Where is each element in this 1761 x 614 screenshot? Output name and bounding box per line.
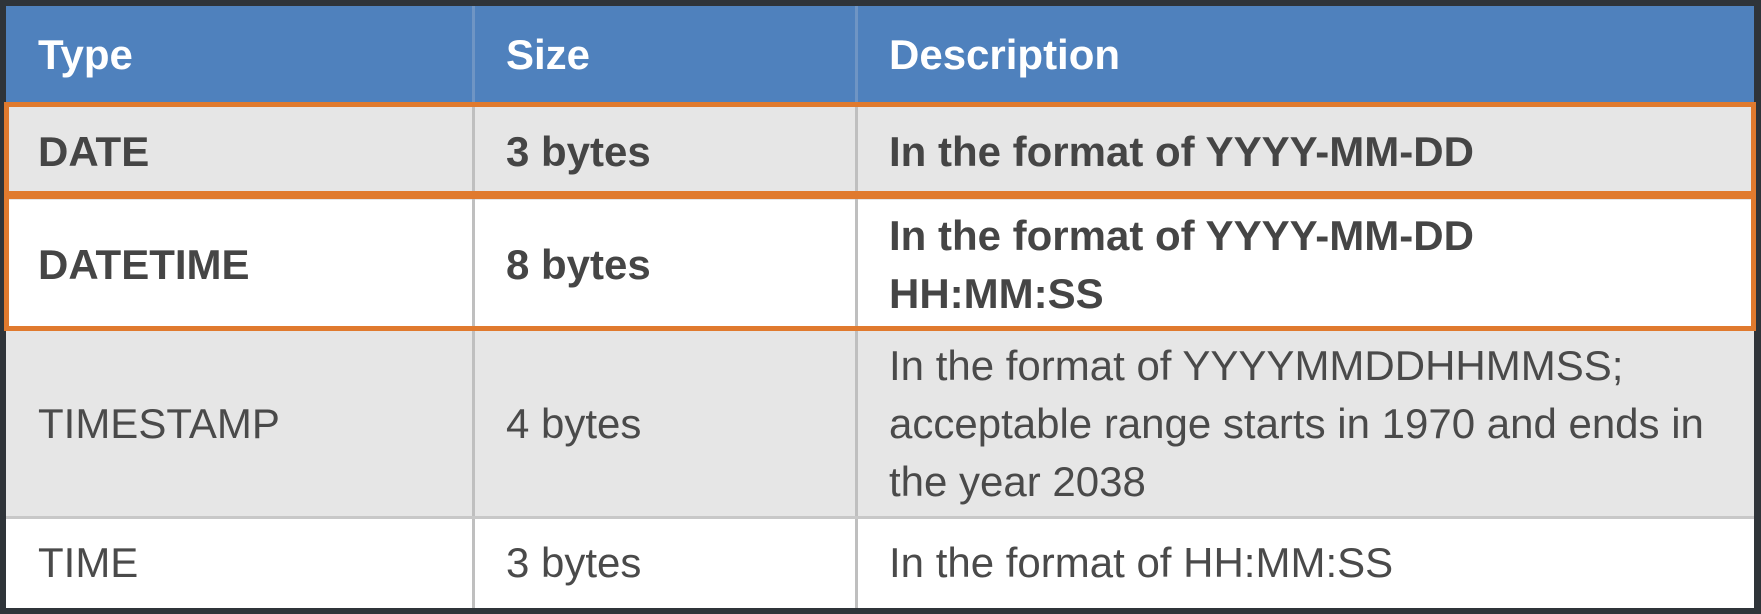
cell-type: TIME bbox=[38, 539, 139, 586]
data-types-table: Type Size Description DATE 3 bytes In th… bbox=[4, 6, 1756, 608]
column-divider bbox=[855, 6, 858, 104]
column-divider bbox=[855, 518, 858, 608]
header-type: Type bbox=[38, 31, 133, 78]
cell-description: In the format of YYYY-MM-DD HH:MM:SS bbox=[889, 212, 1474, 317]
column-divider bbox=[472, 6, 475, 104]
table-row: DATE 3 bytes In the format of YYYY-MM-DD bbox=[6, 104, 1754, 200]
cell-size: 3 bytes bbox=[506, 539, 642, 586]
column-divider bbox=[855, 200, 858, 330]
column-divider bbox=[472, 330, 475, 518]
cell-size: 4 bytes bbox=[506, 400, 642, 447]
column-divider bbox=[472, 200, 475, 330]
cell-size: 8 bytes bbox=[506, 241, 651, 288]
row-divider bbox=[6, 328, 1754, 331]
column-divider bbox=[472, 104, 475, 200]
table-row: TIME 3 bytes In the format of HH:MM:SS bbox=[6, 518, 1754, 608]
cell-type: DATETIME bbox=[38, 241, 250, 288]
column-divider bbox=[855, 104, 858, 200]
cell-type: TIMESTAMP bbox=[38, 400, 280, 447]
table-row: TIMESTAMP 4 bytes In the format of YYYYM… bbox=[6, 330, 1754, 518]
column-divider bbox=[472, 518, 475, 608]
header-size: Size bbox=[506, 31, 591, 78]
table-row: DATETIME 8 bytes In the format of YYYY-M… bbox=[6, 200, 1754, 330]
cell-size: 3 bytes bbox=[506, 128, 651, 175]
column-divider bbox=[855, 330, 858, 518]
cell-description: In the format of YYYYMMDDHHMMSS; accepta… bbox=[889, 342, 1704, 505]
cell-description: In the format of HH:MM:SS bbox=[889, 539, 1394, 586]
table-header-row: Type Size Description bbox=[6, 6, 1754, 104]
cell-description: In the format of YYYY-MM-DD bbox=[889, 128, 1474, 175]
header-description: Description bbox=[889, 31, 1121, 78]
row-divider bbox=[6, 516, 1754, 519]
cell-type: DATE bbox=[38, 128, 150, 175]
